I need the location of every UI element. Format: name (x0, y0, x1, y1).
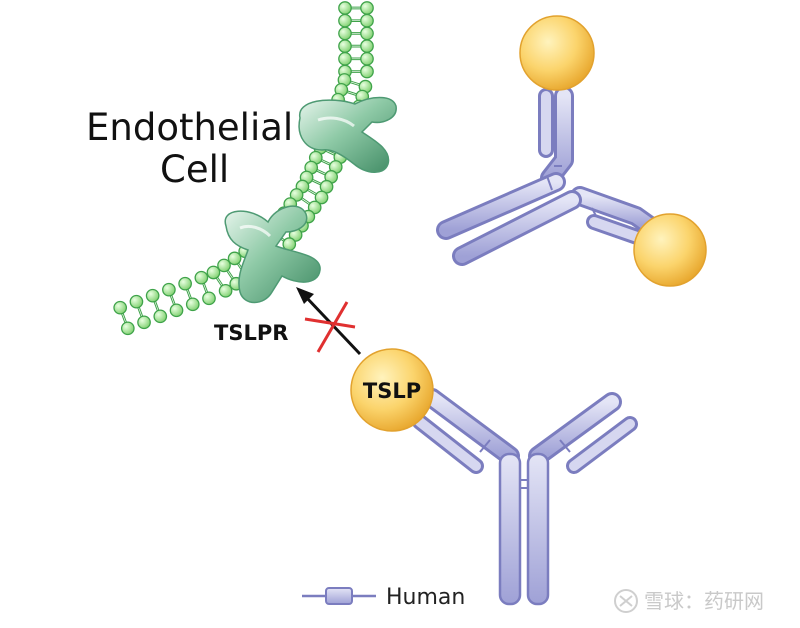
lipid-head (217, 258, 231, 273)
cell-label-line1: Endothelial (86, 106, 293, 149)
red-x-icon (304, 301, 356, 353)
lipid-head (360, 39, 374, 53)
lipid-head (169, 303, 184, 318)
lipid-head (338, 1, 352, 15)
lipid-head (360, 64, 374, 79)
lipid-head (307, 200, 322, 215)
cell-label-line2: Cell (160, 148, 229, 191)
receptor-label: TSLPR (214, 321, 288, 345)
lipid-head (360, 13, 374, 28)
antigen-ball-right (633, 213, 707, 287)
legend-swatch (325, 587, 353, 605)
snowball-logo-mark (619, 595, 633, 607)
tslp-ligand: TSLP (350, 348, 434, 432)
lipid-head (360, 1, 374, 15)
lipid-head (178, 276, 192, 291)
watermark: 雪球：药研网 (614, 589, 764, 613)
lipid-head (360, 26, 374, 41)
legend-label: Human (386, 585, 465, 610)
lipid-head (338, 26, 352, 41)
lipid-head (202, 291, 216, 306)
lipid-head (338, 39, 352, 53)
lipid-head (153, 309, 168, 324)
lipid-head (129, 294, 144, 309)
snowball-logo-icon (614, 589, 638, 613)
lipid-head (120, 321, 135, 336)
ligand-label: TSLP (363, 379, 421, 403)
lipid-head (206, 265, 221, 280)
antigen-ball-top (519, 15, 595, 91)
tslpr-receptor-upper (298, 96, 397, 173)
legend: Human (302, 585, 465, 610)
lipid-head (338, 13, 352, 28)
human-antibody-bound (412, 388, 638, 606)
lipid-head (314, 190, 329, 205)
lipid-head (194, 270, 209, 285)
lipid-head (162, 282, 176, 297)
tslpr-receptor-lower (224, 205, 321, 304)
lipid-head (289, 188, 304, 202)
lipid-head (360, 51, 374, 66)
antibody-free (436, 86, 660, 266)
lipid-head (145, 288, 160, 303)
lipid-head (227, 251, 242, 266)
lipid-head (113, 300, 128, 315)
lipid-head (338, 51, 352, 66)
watermark-text: 雪球：药研网 (644, 589, 764, 613)
lipid-head (185, 297, 200, 312)
lipid-head (137, 315, 151, 330)
lipid-head (218, 283, 233, 298)
